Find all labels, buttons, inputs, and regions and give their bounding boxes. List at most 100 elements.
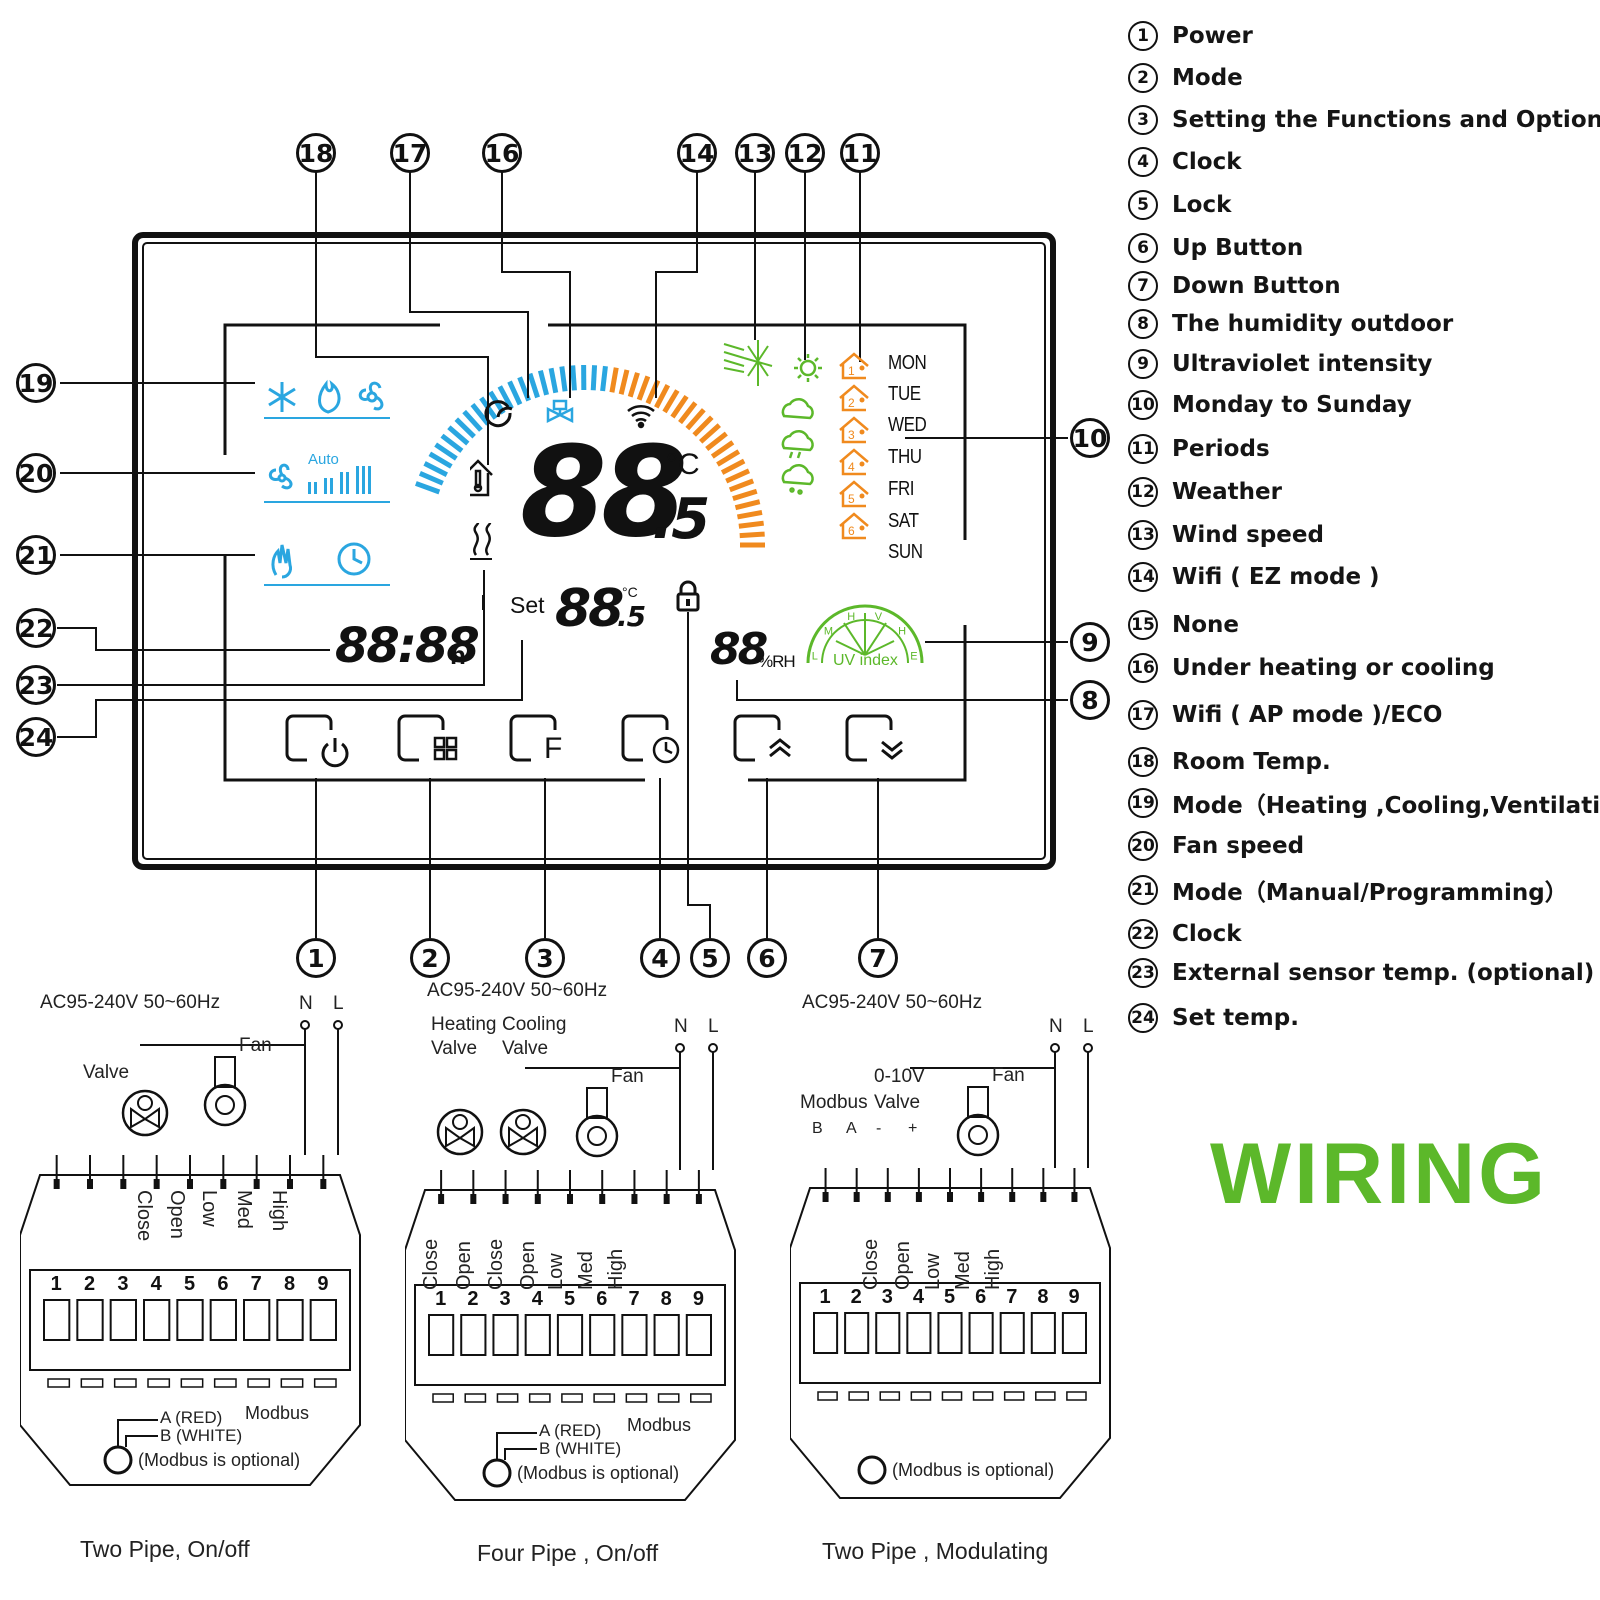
wire-label: Open: [517, 1241, 539, 1290]
weather-icons: [723, 340, 822, 495]
arc-tick: [662, 389, 680, 414]
arc-tick: [670, 394, 689, 419]
terminal-number: 7: [251, 1273, 262, 1295]
wire-label: High: [605, 1248, 627, 1290]
uv-scale-label: H: [898, 626, 906, 638]
thermostat-frame: [132, 232, 1056, 870]
fan-icon: [575, 1114, 619, 1158]
legend-label: Mode: [1172, 65, 1243, 91]
callout-9: 9: [1070, 622, 1110, 662]
display-brackets: [223, 323, 967, 782]
clock-button[interactable]: [646, 722, 696, 772]
wire-label: Med: [233, 1190, 255, 1229]
bus-label: A: [846, 1120, 857, 1137]
sun-icon: [794, 354, 822, 382]
arc-tick: [705, 431, 728, 451]
terminal-number: 5: [564, 1288, 575, 1310]
legend-label: Fan speed: [1172, 833, 1305, 859]
arc-tick: [716, 449, 741, 467]
legend-label: Monday to Sunday: [1172, 392, 1412, 418]
mode-button[interactable]: [422, 722, 472, 772]
wire-label: Low: [198, 1190, 220, 1227]
terminal-number: 7: [1006, 1286, 1017, 1308]
day-mon: MON: [888, 352, 927, 374]
terminal-number: 4: [532, 1288, 544, 1310]
modbus-note: (Modbus is optional): [138, 1450, 301, 1470]
fan-auto-label: Auto: [308, 451, 339, 468]
legend-number: 20: [1128, 831, 1158, 861]
arc-tick: [739, 531, 765, 539]
terminal-number: 7: [628, 1288, 639, 1310]
clock-display: 88:88: [335, 618, 480, 674]
arc-tick: [548, 367, 559, 394]
legend-label: Periods: [1172, 436, 1270, 462]
callout-17: 17: [390, 133, 430, 173]
period-number: 4: [848, 460, 855, 474]
legend-label: Down Button: [1172, 273, 1341, 299]
legend-number: 9: [1128, 349, 1158, 379]
valve-label: Valve: [502, 1038, 549, 1059]
neutral-label: N: [1049, 1016, 1063, 1037]
snowflake-icon: [268, 382, 296, 412]
heating-icon: [473, 522, 492, 556]
legend-number: 3: [1128, 105, 1158, 135]
wire-label: High: [268, 1190, 290, 1232]
terminal-number: 9: [693, 1288, 704, 1310]
bus-label: +: [908, 1120, 918, 1137]
day-fri: FRI: [888, 478, 915, 500]
arc-tick: [559, 366, 568, 392]
legend-label: Room Temp.: [1172, 749, 1331, 775]
legend-number: 24: [1128, 1003, 1158, 1033]
center-icons: [470, 399, 655, 560]
callout-20: 20: [16, 453, 56, 493]
fan-speed-icons: [268, 463, 371, 494]
legend-number: 6: [1128, 233, 1158, 263]
fan-bars-icon: [308, 466, 371, 494]
wire-label: Close: [420, 1238, 442, 1290]
panel-caption: Four Pipe , On/off: [477, 1540, 659, 1566]
mode-icons: [268, 379, 384, 414]
legend-label: Under heating or cooling: [1172, 655, 1495, 681]
callout-24: 24: [16, 717, 56, 757]
callout-12: 12: [785, 133, 825, 173]
arc-tick: [685, 408, 706, 431]
legend-number: 2: [1128, 63, 1158, 93]
wire-label: Low: [545, 1253, 567, 1290]
arc-tick: [537, 369, 550, 396]
valve-label: 0-10V: [874, 1066, 925, 1087]
program-clock-icon: [337, 542, 371, 576]
arc-tick: [636, 375, 651, 401]
legend-label: Clock: [1172, 921, 1242, 947]
callout-22: 22: [16, 608, 56, 648]
day-sat: SAT: [888, 510, 919, 532]
room-temp-icon: [470, 459, 493, 497]
terminal-number: 5: [944, 1286, 955, 1308]
modbus-a-label: A (RED): [160, 1408, 223, 1427]
terminal-number: 8: [284, 1273, 295, 1295]
arc-tick: [454, 417, 476, 439]
function-button[interactable]: F: [534, 722, 584, 772]
legend-label: Wifi ( AP mode )/ECO: [1172, 702, 1443, 728]
manual-program-icons: [271, 542, 371, 579]
arc-tick: [609, 367, 619, 393]
up-button[interactable]: [758, 722, 808, 772]
temperature-arc: [415, 364, 765, 548]
supply-label: AC95-240V 50~60Hz: [427, 980, 608, 1001]
callout-1: 1: [296, 938, 336, 978]
uv-scale-label: L: [812, 650, 818, 662]
legend-label: External sensor temp. (optional): [1172, 960, 1595, 986]
valve-label: Cooling: [502, 1014, 567, 1035]
down-button[interactable]: [870, 722, 920, 772]
day-wed: WED: [888, 414, 927, 436]
power-button[interactable]: [310, 722, 360, 772]
